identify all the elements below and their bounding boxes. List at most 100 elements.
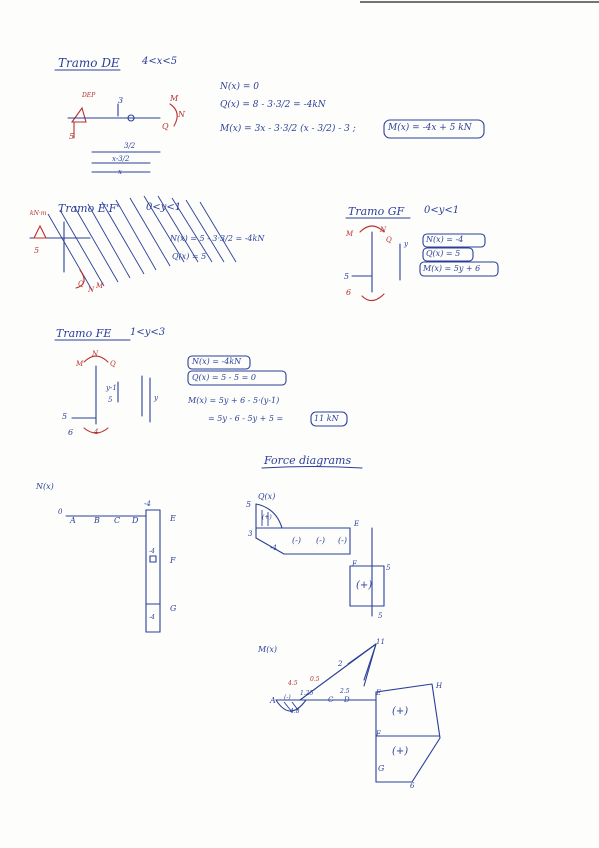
tramo-gf-q-label: Q xyxy=(386,236,392,244)
tramo-fe-m1: M(x) = 5y + 6 - 5·(y-1) xyxy=(188,396,280,405)
tramo-de-dimx: x xyxy=(118,168,122,176)
tramo-de-m-label: M xyxy=(170,94,179,103)
diagram-title-underline xyxy=(261,465,363,469)
m-sign-2: (+) xyxy=(392,746,409,757)
m-val-5: 2.5 xyxy=(340,688,350,695)
m-sign-1: (+) xyxy=(392,706,409,717)
tramo-ef-km: kN·m xyxy=(30,210,47,217)
m-point-h: H xyxy=(436,682,443,690)
diagram-title: Force diagrams xyxy=(264,454,352,467)
m-val-6: 1.25 xyxy=(300,690,314,697)
tramo-gf-sketch xyxy=(351,225,401,302)
tramo-fe-four: 4 xyxy=(94,428,99,436)
q-right-val: 5 xyxy=(386,564,391,572)
m-point-c: C xyxy=(328,696,334,704)
n-diagram xyxy=(65,509,161,633)
tramo-fe-n: N(x) = -4kN xyxy=(192,357,242,366)
tramo-de-q: Q(x) = 8 - 3·3/2 = -4kN xyxy=(220,100,326,110)
n-point-a: A xyxy=(70,516,76,525)
tramo-gf-n: N(x) = -4 xyxy=(426,235,464,244)
q-val-3: 3 xyxy=(248,530,253,538)
m-diagram-label: M(x) xyxy=(258,645,277,654)
tramo-de-sketch xyxy=(67,103,178,173)
tramo-fe-six: 6 xyxy=(68,428,74,437)
tramo-de-box xyxy=(383,119,485,139)
tramo-de-dim1: 3/2 xyxy=(124,142,136,150)
m-point-d: D xyxy=(344,696,350,704)
tramo-fe-y1: y-1 xyxy=(106,384,117,392)
q-e-label: E xyxy=(354,520,360,528)
tramo-ef-range: 0<y<1 xyxy=(146,202,182,213)
m-val-2: 0.5 xyxy=(310,676,320,683)
n-diagram-label: N(x) xyxy=(36,482,54,491)
tramo-gf-range: 0<y<1 xyxy=(424,205,460,216)
tramo-de-dep-label: DEP xyxy=(82,92,96,99)
n-point-d: D xyxy=(132,516,139,525)
m-point-e: E xyxy=(376,689,382,697)
q-right-box: (+) xyxy=(356,580,373,591)
n-val-2: -4 xyxy=(149,614,155,621)
tramo-de-m-boxed: M(x) = -4x + 5 kN xyxy=(388,123,472,133)
tramo-de-range: 4<x<5 xyxy=(142,56,178,67)
tramo-ef-n: N(x) = 5 - 3·3/2 = -4kN xyxy=(170,234,265,243)
n-point-b: B xyxy=(94,516,100,525)
m-six: 6 xyxy=(410,782,415,790)
n-point-c: C xyxy=(114,516,121,525)
q-f-label: F xyxy=(352,560,357,568)
q-five-b: 5 xyxy=(378,612,383,620)
tramo-fe-m2: = 5y - 6 - 5y + 5 = xyxy=(208,414,284,423)
q-text-3: (-) xyxy=(316,536,325,545)
tramo-gf-five: 5 xyxy=(344,272,350,281)
tramo-fe-y: y xyxy=(154,394,158,402)
tramo-ef-m-label: M xyxy=(96,282,104,290)
tramo-de-dim2: x-3/2 xyxy=(112,155,130,163)
tramo-gf-six: 6 xyxy=(346,288,352,297)
tramo-fe-q-label: Q xyxy=(110,360,116,368)
n-val-left: 0 xyxy=(58,508,63,516)
q-val-5: 5 xyxy=(246,500,252,509)
tramo-ef-n-label: N xyxy=(88,286,95,294)
tramo-gf-m: M(x) = 5y + 6 xyxy=(423,264,481,273)
q-text-4: (-) xyxy=(338,536,347,545)
n-point-f: F xyxy=(170,556,176,565)
m-val-4: 4.8 xyxy=(290,708,300,715)
n-point-g: G xyxy=(170,604,177,613)
m-point-a: A xyxy=(270,696,276,705)
q-diagram-label: Q(x) xyxy=(258,492,276,501)
m-point-f: F xyxy=(376,730,381,738)
m-top: 11 xyxy=(376,638,385,646)
q-text-1: (+) xyxy=(262,514,272,521)
tramo-fe-n-label: N xyxy=(92,350,99,358)
tramo-ef-q-label: Q xyxy=(78,280,84,288)
tramo-gf-n-label: N xyxy=(380,226,387,234)
tramo-ef-five: 5 xyxy=(34,246,40,255)
tramo-fe-five-b: 5 xyxy=(62,412,68,421)
n-val-1: -4 xyxy=(149,548,155,555)
n-point-e: E xyxy=(170,514,176,523)
tramo-ef-hatch xyxy=(29,195,237,291)
tramo-ef-q: Q(x) = 5 xyxy=(172,252,207,261)
q-diagram xyxy=(255,503,385,617)
tramo-de-five: 5 xyxy=(69,132,75,141)
tramo-de-m: M(x) = 3x - 3·3/2 (x - 3/2) - 3 ; xyxy=(220,124,356,134)
q-text-2: (-) xyxy=(292,536,301,545)
m-diagram xyxy=(275,643,441,783)
tramo-fe-q: Q(x) = 5 - 5 = 0 xyxy=(192,373,256,382)
tramo-fe-range: 1<y<3 xyxy=(130,327,166,338)
tramo-fe-five: 5 xyxy=(108,396,113,404)
tramo-gf-y: y xyxy=(404,240,408,248)
q-val-4: -4 xyxy=(270,544,277,552)
m-point-g: G xyxy=(378,764,385,773)
tramo-fe-sketch xyxy=(71,355,151,434)
tramo-gf-title: Tramo GF xyxy=(348,205,405,218)
tramo-de-title: Tramo DE xyxy=(58,56,120,70)
tramo-fe-m2-boxed: 11 kN xyxy=(314,414,339,423)
tramo-ef-title: Tramo E'F' xyxy=(58,202,120,215)
m-val-1: 2 xyxy=(338,660,343,668)
m-val-3: 4.5 xyxy=(288,680,298,687)
tramo-fe-title: Tramo FE xyxy=(56,327,112,340)
tramo-de-n-label: N xyxy=(178,110,185,119)
tramo-de-q-label: Q xyxy=(162,122,169,131)
tramo-gf-q: Q(x) = 5 xyxy=(426,249,461,258)
